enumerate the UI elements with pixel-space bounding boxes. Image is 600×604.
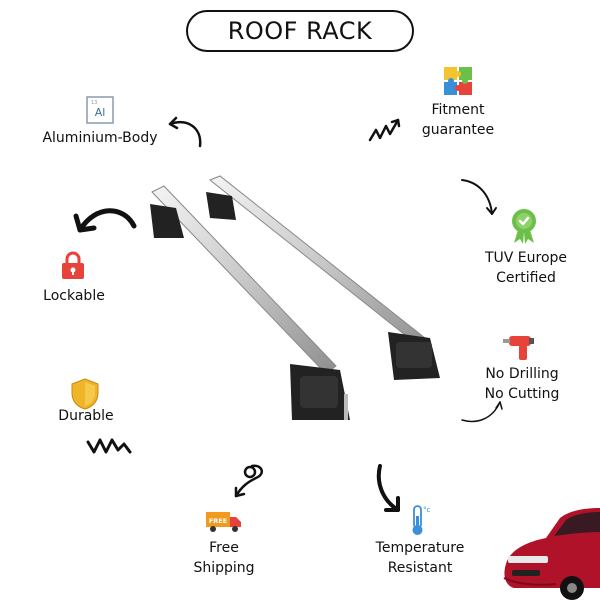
curved-arrow-icon <box>160 110 210 150</box>
delivery-truck-icon: FREE <box>206 510 242 534</box>
aluminium-element-icon: 13 Al <box>86 96 114 124</box>
fitment-guarantee-label: Fitment guarantee <box>400 100 516 140</box>
curved-arrow-icon <box>66 204 138 250</box>
page-title: ROOF RACK <box>186 10 414 52</box>
shipping-line2: Shipping <box>193 560 255 576</box>
temperature-line2: Resistant <box>387 560 453 576</box>
puzzle-icon <box>443 66 473 96</box>
certified-badge-icon <box>510 208 538 244</box>
padlock-icon <box>60 250 86 280</box>
element-symbol: Al <box>95 106 106 119</box>
drilling-line1: No Drilling <box>485 366 559 382</box>
element-number: 13 <box>91 100 97 106</box>
celsius-text: °c <box>423 506 431 514</box>
aluminium-body-label: Aluminium-Body <box>42 130 158 146</box>
drill-icon <box>503 332 537 362</box>
curved-arrow-icon <box>458 176 502 220</box>
curved-arrow-icon <box>226 462 270 502</box>
drilling-line2: No Cutting <box>484 386 560 402</box>
temperature-label: Temperature Resistant <box>360 538 480 578</box>
curved-arrow-icon <box>460 398 504 428</box>
lockable-label: Lockable <box>43 288 105 304</box>
shield-icon <box>70 378 100 410</box>
fitment-line2: guarantee <box>421 122 495 138</box>
tuv-line2: Certified <box>496 270 556 286</box>
tuv-line1: TUV Europe <box>484 250 568 266</box>
car-image <box>496 498 600 600</box>
roof-rack-image <box>140 172 480 432</box>
fitment-line1: Fitment <box>431 102 485 118</box>
squiggle-icon <box>86 434 134 456</box>
tuv-label: TUV Europe Certified <box>466 248 586 288</box>
truck-free-text: FREE <box>209 517 227 525</box>
no-drilling-label: No Drilling No Cutting <box>464 364 580 404</box>
durable-label: Durable <box>58 408 114 424</box>
squiggle-arrow-icon <box>368 114 404 144</box>
shipping-line1: Free <box>209 540 239 556</box>
free-shipping-label: Free Shipping <box>176 538 272 578</box>
thermometer-icon: °c <box>408 504 432 536</box>
curved-arrow-icon <box>372 462 412 518</box>
temperature-line1: Temperature <box>375 540 465 556</box>
